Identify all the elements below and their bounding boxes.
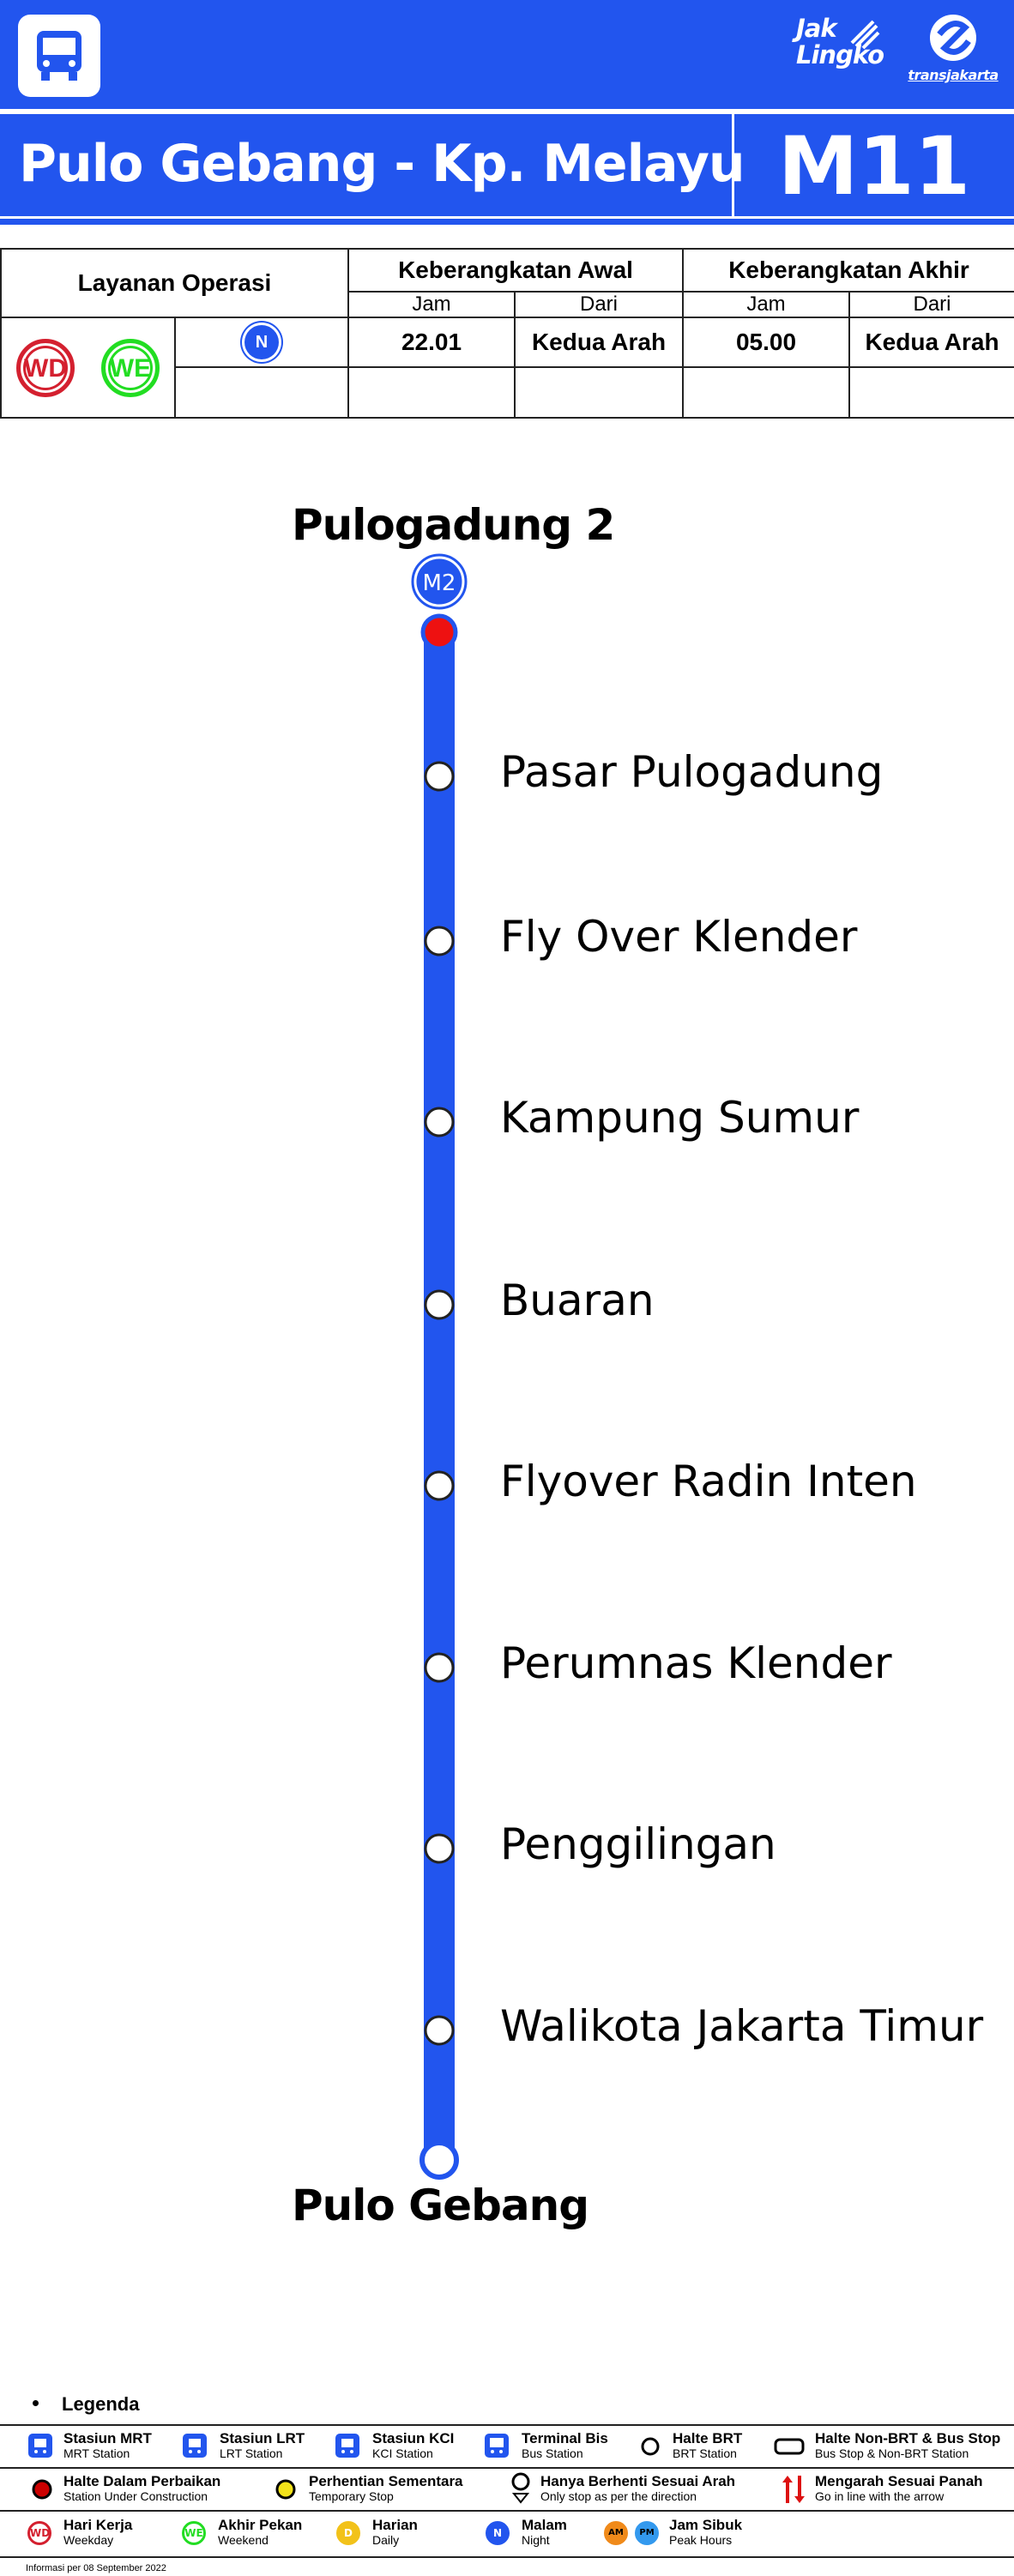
last-departure-header: Keberangkatan Akhir (681, 248, 1014, 293)
legend-bullet (33, 2400, 39, 2406)
transjakarta-mark-icon (930, 15, 976, 61)
info-note: Informasi per 08 September 2022 (26, 2563, 166, 2573)
route-line (424, 630, 455, 2153)
last-time-subheader: Jam (682, 291, 850, 318)
empty-cell (682, 366, 850, 419)
first-from-subheader: Dari (514, 291, 684, 318)
stop-marker (424, 2015, 455, 2046)
stop-label: Perumnas Klender (500, 1638, 892, 1688)
stop-label: Penggilingan (500, 1819, 776, 1869)
transjakarta-logo: transjakarta (906, 12, 1000, 83)
night-cell: N (174, 317, 349, 368)
empty-cell (848, 366, 1014, 419)
empty-cell (514, 366, 684, 419)
stop-label: Fly Over Klender (500, 912, 858, 962)
first-departure-header: Keberangkatan Awal (347, 248, 684, 293)
title-band (0, 112, 1014, 225)
jaklingko-mark-icon (850, 20, 880, 50)
start-terminal-label: Pulogadung 2 (292, 500, 615, 550)
legend-title: Legenda (62, 2393, 140, 2415)
jaklingko-line1: Jak (796, 14, 837, 43)
transjakarta-name: transjakarta (908, 67, 999, 83)
start-terminal-marker (420, 613, 458, 651)
legend-divider (0, 2467, 1014, 2469)
transfer-badge-text: M2 (423, 570, 456, 596)
route-map: M2 (411, 553, 468, 2180)
one-direction-stop-icon (511, 2472, 530, 2504)
weekday-badge: WD (16, 338, 75, 397)
top-bar (0, 0, 1014, 109)
schedule-table: Layanan Operasi Keberangkatan Awal Keber… (0, 248, 1014, 419)
empty-cell (174, 366, 349, 419)
weekend-badge: WE (100, 338, 160, 397)
legend-divider (0, 2556, 1014, 2558)
jaklingko-line2: Lingko (796, 40, 884, 69)
legend-divider (0, 2510, 1014, 2512)
weekday-badge-icon: WD (27, 2521, 51, 2545)
mrt-station-icon (28, 2434, 52, 2458)
night-badge-icon: N (486, 2521, 510, 2545)
legend-divider (0, 2424, 1014, 2426)
night-badge: N (244, 325, 279, 359)
stop-label: Flyover Radin Inten (500, 1457, 917, 1506)
last-from-subheader: Dari (848, 291, 1014, 318)
transfer-badge-m2: M2 (411, 553, 468, 610)
service-days-cell: WD WE (0, 317, 176, 419)
stop-label: Walikota Jakarta Timur (500, 2001, 984, 2051)
end-terminal-marker (419, 2140, 459, 2180)
service-header: Layanan Operasi (0, 248, 349, 318)
stop-marker (424, 1833, 455, 1864)
last-time-value: 05.00 (682, 317, 850, 368)
non-brt-stop-icon (774, 2438, 805, 2455)
construction-icon (32, 2479, 52, 2500)
last-from-value: Kedua Arah (848, 317, 1014, 368)
stop-marker (424, 1289, 455, 1320)
direction-arrow-icon (782, 2476, 805, 2503)
am-badge-icon: AM (604, 2521, 628, 2545)
stop-label: Buaran (500, 1276, 655, 1325)
route-name: Pulo Gebang - Kp. Melayu (19, 134, 745, 194)
title-divider (732, 114, 734, 219)
first-from-value: Kedua Arah (514, 317, 684, 368)
first-time-subheader: Jam (347, 291, 516, 318)
end-terminal-label: Pulo Gebang (292, 2181, 589, 2230)
stop-label: Pasar Pulogadung (500, 747, 884, 797)
brt-station-icon (641, 2437, 660, 2456)
first-time-value: 22.01 (347, 317, 516, 368)
weekend-badge-icon: WE (182, 2521, 206, 2545)
empty-cell (347, 366, 516, 419)
pm-badge-icon: PM (635, 2521, 659, 2545)
stop-marker (424, 1652, 455, 1683)
lrt-station-icon (183, 2434, 207, 2458)
bus-station-icon (485, 2434, 509, 2458)
stop-marker (424, 926, 455, 956)
stop-label: Kampung Sumur (500, 1093, 860, 1143)
route-code: M11 (777, 120, 971, 214)
bus-icon (18, 15, 100, 97)
kci-station-icon (335, 2434, 359, 2458)
stop-marker (424, 1107, 455, 1137)
stop-marker (424, 761, 455, 792)
stop-marker (424, 1470, 455, 1501)
temporary-stop-icon (275, 2479, 296, 2500)
jaklingko-logo: Jak Lingko (796, 14, 884, 69)
daily-badge-icon: D (336, 2521, 360, 2545)
